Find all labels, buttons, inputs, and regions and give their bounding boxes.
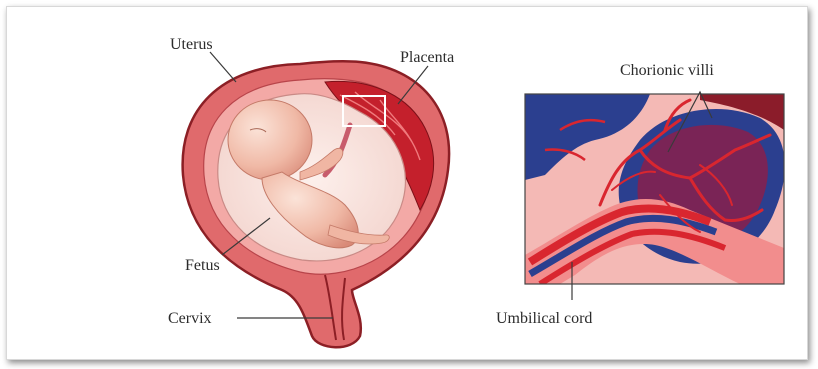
placenta-label: Placenta bbox=[400, 49, 454, 66]
fetus-label: Fetus bbox=[185, 257, 220, 274]
uterus-pointer bbox=[210, 52, 236, 82]
cervix-label: Cervix bbox=[168, 310, 212, 327]
uterus-illustration bbox=[183, 61, 450, 347]
umbilical-cord-label: Umbilical cord bbox=[496, 310, 592, 327]
uterus-label: Uterus bbox=[170, 36, 213, 53]
chorionic-villi-label: Chorionic villi bbox=[620, 62, 714, 79]
chorionic-villi-detail bbox=[525, 94, 785, 284]
